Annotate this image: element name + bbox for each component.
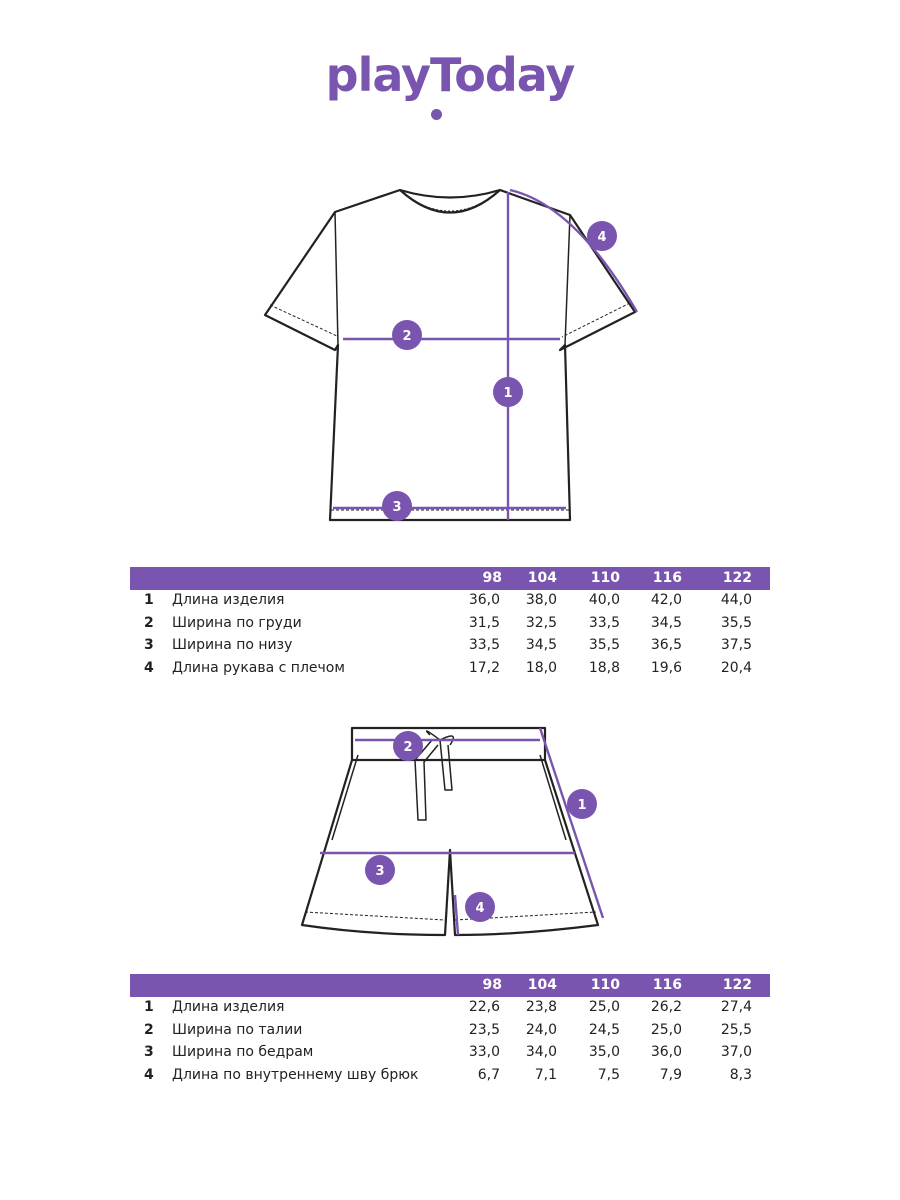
row-value: 38,0 bbox=[525, 592, 557, 608]
row-value: 36,0 bbox=[468, 592, 500, 608]
row-value: 31,5 bbox=[468, 614, 500, 631]
marker-label: 4 bbox=[475, 901, 484, 916]
row-value: 34,5 bbox=[650, 614, 682, 631]
row-number: 3 bbox=[144, 1044, 154, 1060]
row-label: Длина по внутреннему шву брюк bbox=[172, 1066, 419, 1083]
row-number: 2 bbox=[144, 1021, 154, 1038]
logo-dot bbox=[431, 109, 442, 120]
marker-2 bbox=[392, 320, 422, 350]
row-value: 33,5 bbox=[468, 637, 500, 653]
row-value: 8,3 bbox=[729, 1066, 752, 1083]
row-value: 18,0 bbox=[525, 659, 557, 676]
row-number: 2 bbox=[144, 614, 154, 631]
size-header: 110 bbox=[590, 570, 620, 586]
size-header: 122 bbox=[722, 570, 752, 586]
marker-label: 3 bbox=[375, 864, 384, 879]
row-label: Ширина по талии bbox=[172, 1021, 303, 1038]
row-label: Длина рукава с плечом bbox=[172, 659, 345, 676]
row-value: 42,0 bbox=[650, 592, 682, 608]
row-value: 27,4 bbox=[720, 999, 752, 1015]
shorts-markers bbox=[365, 731, 597, 922]
table-row: 2 Ширина по талии 23,5 24,0 24,5 25,0 25,5 bbox=[130, 1020, 770, 1043]
tshirt-drawing bbox=[263, 188, 637, 522]
row-value: 35,5 bbox=[588, 637, 620, 653]
row-value: 6,7 bbox=[477, 1066, 500, 1083]
marker-label: 1 bbox=[577, 798, 586, 813]
row-value: 40,0 bbox=[588, 592, 620, 608]
row-value: 23,5 bbox=[468, 1021, 500, 1038]
table-row: 3 Ширина по низу 33,5 34,5 35,5 36,5 37,5 bbox=[130, 635, 770, 658]
row-number: 3 bbox=[144, 637, 154, 653]
row-value: 24,0 bbox=[525, 1021, 557, 1038]
tshirt-size-table: 98 104 110 116 122 1 Длина изделия 36,0 38,0 40… bbox=[130, 567, 770, 680]
row-value: 20,4 bbox=[720, 659, 752, 676]
table-row: 2 Ширина по груди 31,5 32,5 33,5 34,5 35,5 bbox=[130, 613, 770, 636]
tshirt-markers bbox=[382, 221, 617, 521]
row-value: 7,9 bbox=[659, 1066, 682, 1083]
shorts-measure-lines bbox=[320, 727, 605, 936]
table-row: 4 Длина по внутреннему шву брюк 6,7 7,1 7,5… bbox=[130, 1065, 770, 1088]
row-value: 35,5 bbox=[720, 614, 752, 631]
row-value: 7,5 bbox=[597, 1066, 620, 1083]
size-header: 122 bbox=[722, 977, 752, 993]
row-label: Длина изделия bbox=[172, 592, 285, 608]
size-header: 104 bbox=[527, 977, 557, 993]
row-value: 34,5 bbox=[525, 637, 557, 653]
size-header: 116 bbox=[652, 977, 682, 993]
size-header: 104 bbox=[527, 570, 557, 586]
row-value: 26,2 bbox=[650, 999, 682, 1015]
size-header: 98 bbox=[482, 977, 502, 993]
size-header: 98 bbox=[482, 570, 502, 586]
row-value: 36,0 bbox=[650, 1044, 682, 1060]
shorts-drawing bbox=[300, 726, 600, 937]
row-value: 34,0 bbox=[525, 1044, 557, 1060]
marker-label: 2 bbox=[403, 740, 412, 755]
table-row: 1 Длина изделия 22,6 23,8 25,0 26,2 27,4 bbox=[130, 997, 770, 1020]
row-label: Ширина по груди bbox=[172, 614, 302, 631]
size-header: 110 bbox=[590, 977, 620, 993]
marker-label: 1 bbox=[503, 386, 512, 401]
marker-label: 2 bbox=[402, 329, 411, 344]
size-header: 116 bbox=[652, 570, 682, 586]
row-value: 25,5 bbox=[720, 1021, 752, 1038]
row-value: 23,8 bbox=[525, 999, 557, 1015]
table-row: 3 Ширина по бедрам 33,0 34,0 35,0 36,0 37,0 bbox=[130, 1042, 770, 1065]
row-value: 44,0 bbox=[720, 592, 752, 608]
row-value: 35,0 bbox=[588, 1044, 620, 1060]
row-label: Ширина по низу bbox=[172, 637, 293, 653]
row-value: 36,5 bbox=[650, 637, 682, 653]
row-value: 33,0 bbox=[468, 1044, 500, 1060]
row-label: Ширина по бедрам bbox=[172, 1044, 314, 1060]
row-number: 4 bbox=[144, 1066, 154, 1083]
row-value: 37,0 bbox=[720, 1044, 752, 1060]
row-value: 32,5 bbox=[525, 614, 557, 631]
size-header-row: 98 104 110 116 122 bbox=[130, 974, 770, 997]
marker-1 bbox=[493, 377, 523, 407]
row-value: 19,6 bbox=[650, 659, 682, 676]
row-value: 37,5 bbox=[720, 637, 752, 653]
row-value: 22,6 bbox=[468, 999, 500, 1015]
row-value: 25,0 bbox=[588, 999, 620, 1015]
row-value: 7,1 bbox=[534, 1066, 557, 1083]
row-number: 1 bbox=[144, 592, 154, 608]
marker-label: 3 bbox=[392, 500, 401, 515]
marker-3 bbox=[382, 491, 412, 521]
brand-logo: playToday bbox=[325, 48, 576, 102]
tshirt-measure-lines bbox=[333, 188, 639, 520]
row-value: 17,2 bbox=[468, 659, 500, 676]
table-row: 4 Длина рукава с плечом 17,2 18,0 18,8 19,6 2… bbox=[130, 658, 770, 681]
marker-4 bbox=[587, 221, 617, 251]
row-number: 4 bbox=[144, 659, 154, 676]
marker-label: 4 bbox=[597, 230, 606, 245]
row-value: 25,0 bbox=[650, 1021, 682, 1038]
shorts-size-table: 98 104 110 116 122 1 Длина изделия 22,6 23,8 25… bbox=[130, 974, 770, 1087]
row-number: 1 bbox=[144, 999, 154, 1015]
row-value: 24,5 bbox=[588, 1021, 620, 1038]
table-row: 1 Длина изделия 36,0 38,0 40,0 42,0 44,0 bbox=[130, 590, 770, 613]
row-value: 33,5 bbox=[588, 614, 620, 631]
row-label: Длина изделия bbox=[172, 999, 285, 1015]
size-header-row: 98 104 110 116 122 bbox=[130, 567, 770, 590]
row-value: 18,8 bbox=[588, 659, 620, 676]
